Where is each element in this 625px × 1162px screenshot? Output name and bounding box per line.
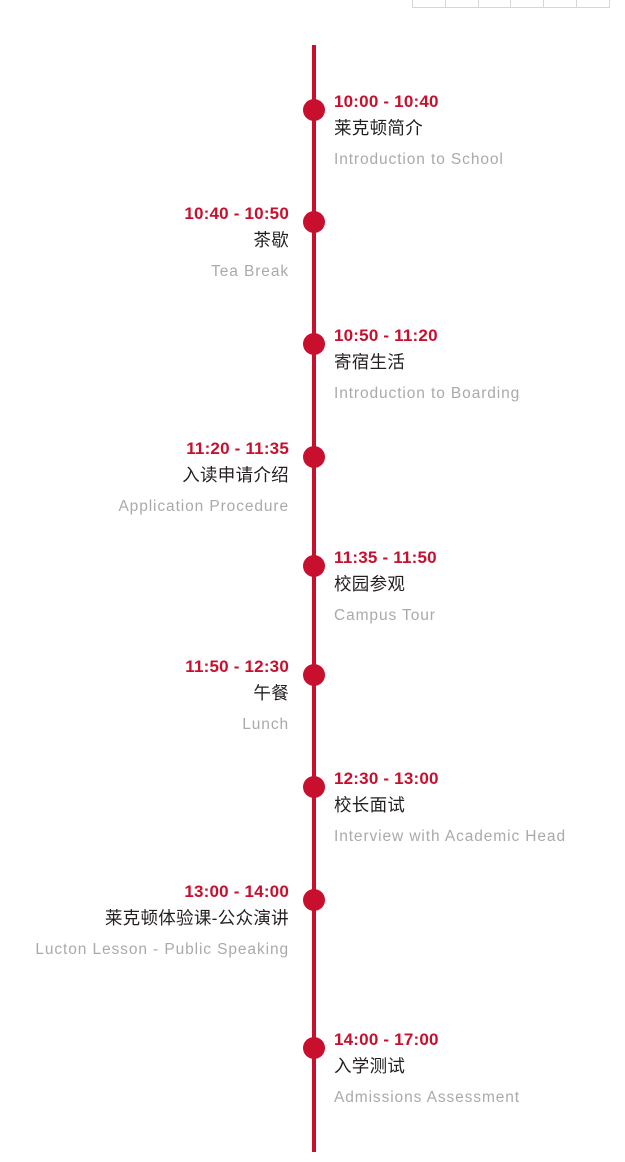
timeline-dot-icon	[303, 333, 325, 355]
timeline-entry-time: 10:00 - 10:40	[334, 92, 439, 111]
timeline-entry-title: 茶歇	[253, 230, 289, 250]
timeline-dot-icon	[303, 555, 325, 577]
top-table-fragment	[412, 0, 610, 8]
timeline-entry-time: 11:35 - 11:50	[334, 548, 437, 567]
timeline-entry-content: 10:40 - 10:50 茶歇 Tea Break	[0, 203, 289, 288]
timeline-dot-icon	[303, 99, 325, 121]
table-cell	[511, 0, 545, 7]
timeline-entry-content: 11:20 - 11:35 入读申请介绍 Application Procedure	[0, 438, 289, 523]
timeline-axis-line	[312, 45, 316, 1152]
timeline-entry-title: 莱克顿简介	[334, 118, 423, 138]
timeline-entry-title: 寄宿生活	[334, 352, 406, 372]
timeline-entry-content: 12:30 - 13:00 校长面试 Interview with Academic…	[334, 768, 619, 853]
timeline-entry-subtitle: Introduction to Boarding	[334, 385, 521, 402]
timeline-entry-subtitle: Lucton Lesson - Public Speaking	[35, 941, 289, 958]
timeline-entry-time: 10:40 - 10:50	[184, 204, 289, 223]
timeline-entry-title: 午餐	[253, 683, 289, 703]
table-cell	[413, 0, 446, 7]
timeline-entry-content: 11:50 - 12:30 午餐 Lunch	[0, 656, 289, 741]
timeline-entry-title: 莱克顿体验课-公众演讲	[104, 908, 289, 928]
timeline-entry-content: 10:00 - 10:40 莱克顿简介 Introduction to School	[334, 91, 619, 176]
timeline-entry-subtitle: Introduction to School	[334, 151, 504, 168]
timeline-entry-subtitle: Tea Break	[211, 263, 289, 280]
timeline-entry-title: 入读申请介绍	[182, 465, 289, 485]
timeline-entry-title: 入学测试	[334, 1056, 406, 1076]
timeline-entry-time: 11:50 - 12:30	[185, 657, 289, 676]
timeline-entry-title: 校园参观	[334, 574, 406, 594]
timeline-entry-time: 11:20 - 11:35	[186, 439, 289, 458]
timeline-entry-subtitle: Lunch	[242, 716, 289, 733]
timeline-entry-time: 10:50 - 11:20	[334, 326, 438, 345]
timeline-entry-content: 11:35 - 11:50 校园参观 Campus Tour	[334, 547, 619, 632]
timeline-entry-content: 14:00 - 17:00 入学测试 Admissions Assessment	[334, 1029, 619, 1114]
timeline-dot-icon	[303, 211, 325, 233]
table-cell	[479, 0, 512, 7]
timeline-entry-time: 12:30 - 13:00	[334, 769, 439, 788]
timeline-entry-subtitle: Admissions Assessment	[334, 1089, 521, 1106]
timeline-entry-subtitle: Application Procedure	[118, 498, 289, 515]
timeline-dot-icon	[303, 1037, 325, 1059]
timeline-entry-subtitle: Interview with Academic Head	[334, 828, 566, 845]
timeline-dot-icon	[303, 776, 325, 798]
timeline-entry-content: 10:50 - 11:20 寄宿生活 Introduction to Boardin…	[334, 325, 619, 410]
table-cell	[544, 0, 578, 7]
timeline-entry-content: 13:00 - 14:00 莱克顿体验课-公众演讲 Lucton Lesson - …	[0, 881, 289, 966]
timeline-dot-icon	[303, 446, 325, 468]
timeline-entry-time: 14:00 - 17:00	[334, 1030, 439, 1049]
timeline-entry-time: 13:00 - 14:00	[184, 882, 289, 901]
timeline-dot-icon	[303, 664, 325, 686]
table-cell	[446, 0, 479, 7]
timeline-dot-icon	[303, 889, 325, 911]
timeline-entry-subtitle: Campus Tour	[334, 607, 436, 624]
timeline-entry-title: 校长面试	[334, 795, 406, 815]
